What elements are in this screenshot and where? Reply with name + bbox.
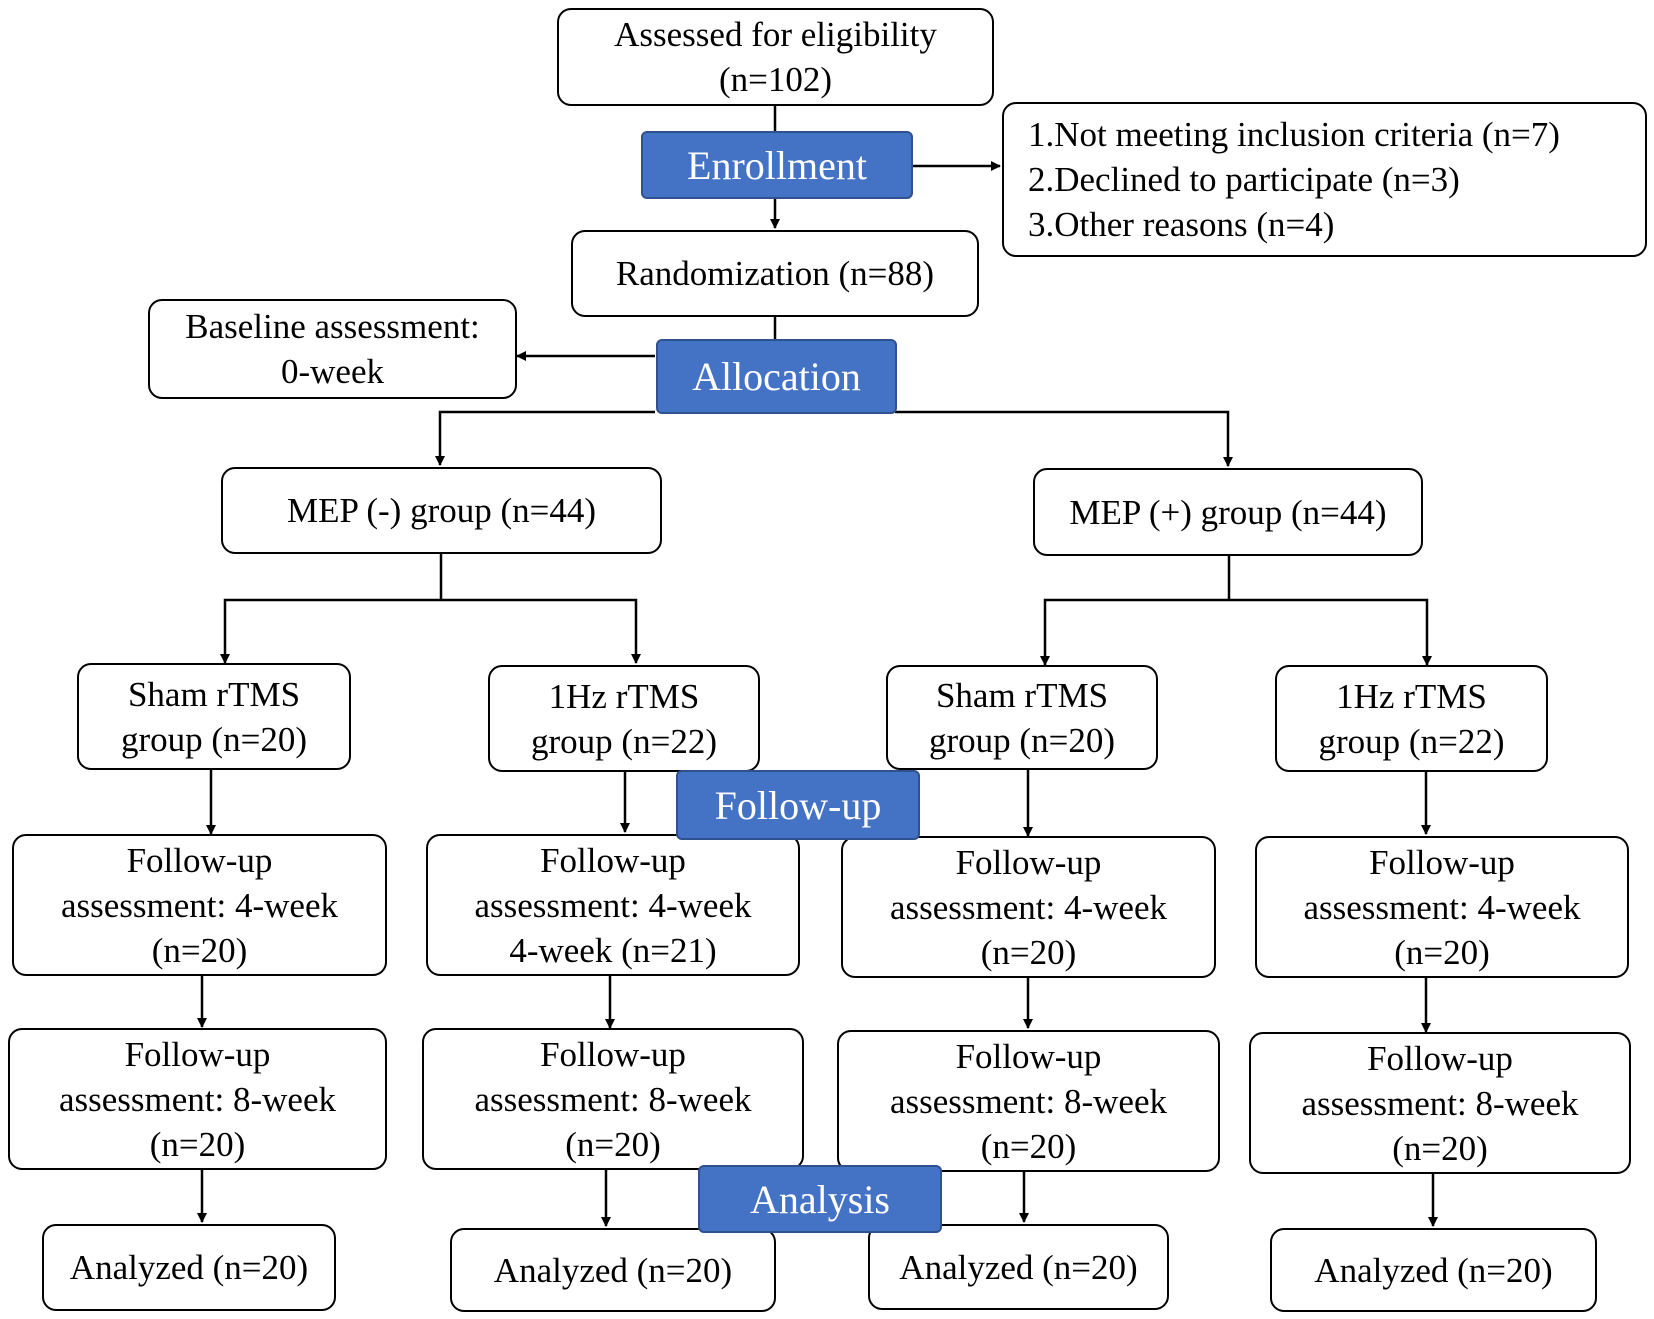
followup-count: (n=20) <box>151 930 248 970</box>
arm1-followup-8week-box: Follow-up assessment: 8-week (n=20) <box>8 1028 387 1170</box>
arm2-treatment-box: 1Hz rTMS group (n=22) <box>488 665 760 772</box>
arm2-followup-8week-box: Follow-up assessment: 8-week (n=20) <box>422 1028 804 1170</box>
arrow-mep-neg-to-sham <box>220 598 441 664</box>
arm4-followup-4week-box: Follow-up assessment: 4-week (n=20) <box>1255 836 1629 978</box>
arm1-analyzed-box: Analyzed (n=20) <box>42 1224 336 1311</box>
treatment-count: group (n=20) <box>121 719 307 759</box>
treatment-count: group (n=20) <box>929 720 1115 760</box>
arm3-followup-8week-box: Follow-up assessment: 8-week (n=20) <box>837 1030 1220 1172</box>
arm4-analyzed-box: Analyzed (n=20) <box>1270 1228 1597 1312</box>
treatment-label: 1Hz rTMS <box>1336 676 1487 716</box>
followup-label: Follow-up <box>1367 1038 1513 1078</box>
exclusions-box: 1.Not meeting inclusion criteria (n=7) 2… <box>1002 102 1647 257</box>
arrow-mep-pos-to-1hz <box>1229 598 1432 666</box>
treatment-count: group (n=22) <box>1318 721 1505 761</box>
baseline-week: 0-week <box>280 352 384 391</box>
baseline-label: Baseline assessment: <box>185 307 480 346</box>
followup-label: Follow-up <box>955 842 1102 882</box>
arm1-treatment-box: Sham rTMS group (n=20) <box>77 663 351 770</box>
followup-assessment: assessment: 8-week <box>889 1081 1167 1121</box>
followup-count: (n=20) <box>980 932 1077 972</box>
arm3-analyzed-box: Analyzed (n=20) <box>868 1224 1169 1310</box>
analyzed-label: Analyzed (n=20) <box>1314 1250 1553 1290</box>
analyzed-label: Analyzed (n=20) <box>899 1247 1138 1287</box>
arm2-analyzed-box: Analyzed (n=20) <box>450 1228 776 1312</box>
arm4-treatment-box: 1Hz rTMS group (n=22) <box>1275 665 1548 772</box>
mep-negative-label: MEP (-) group (n=44) <box>286 491 597 530</box>
arm1-followup-4week-box: Follow-up assessment: 4-week (n=20) <box>12 834 387 976</box>
followup-label: Follow-up <box>955 1036 1102 1076</box>
treatment-count: group (n=22) <box>531 721 717 761</box>
baseline-box: Baseline assessment: 0-week <box>148 299 517 399</box>
exclusion-item: 1.Not meeting inclusion criteria (n=7) <box>1028 115 1560 154</box>
followup-count: (n=20) <box>980 1126 1077 1166</box>
followup-label: Follow-up <box>124 1034 271 1074</box>
eligibility-count: (n=102) <box>718 60 833 99</box>
followup-label: Follow-up <box>126 840 273 880</box>
followup-count: (n=20) <box>1394 932 1490 972</box>
mep-positive-label: MEP (+) group (n=44) <box>1069 492 1387 532</box>
exclusion-item: 3.Other reasons (n=4) <box>1028 205 1335 244</box>
stage-analysis: Analysis <box>698 1165 942 1233</box>
eligibility-label: Assessed for eligibility <box>614 15 937 54</box>
arrow-mep-pos-to-sham <box>1040 598 1229 666</box>
arrow-mep-neg-to-1hz <box>441 598 641 664</box>
analyzed-label: Analyzed (n=20) <box>493 1250 733 1290</box>
followup-assessment: assessment: 4-week <box>474 885 752 925</box>
arrow-allocation-to-mep-neg <box>435 410 655 466</box>
arrow-allocation-to-mep-pos <box>895 410 1233 467</box>
treatment-label: Sham rTMS <box>127 674 301 714</box>
followup-assessment: assessment: 8-week <box>474 1079 752 1119</box>
arm3-followup-4week-box: Follow-up assessment: 4-week (n=20) <box>841 836 1216 978</box>
followup-assessment: assessment: 4-week <box>60 885 338 925</box>
exclusion-item: 2.Declined to participate (n=3) <box>1028 160 1460 199</box>
followup-count: (n=20) <box>565 1124 661 1164</box>
followup-count: (n=20) <box>1392 1128 1488 1168</box>
treatment-label: 1Hz rTMS <box>548 676 700 716</box>
stage-allocation: Allocation <box>656 339 897 414</box>
stage-enrollment: Enrollment <box>641 131 913 199</box>
mep-negative-group-box: MEP (-) group (n=44) <box>221 467 662 554</box>
arm2-followup-4week-box: Follow-up assessment: 4-week 4-week (n=2… <box>426 834 800 976</box>
followup-count: 4-week (n=21) <box>509 930 717 970</box>
followup-count: (n=20) <box>149 1124 246 1164</box>
randomization-label: Randomization (n=88) <box>615 254 935 293</box>
followup-assessment: assessment: 8-week <box>1301 1083 1579 1123</box>
followup-assessment: assessment: 8-week <box>58 1079 336 1119</box>
eligibility-box: Assessed for eligibility (n=102) <box>557 8 994 106</box>
arm3-treatment-box: Sham rTMS group (n=20) <box>886 665 1158 770</box>
analyzed-label: Analyzed (n=20) <box>69 1248 309 1287</box>
followup-label: Follow-up <box>540 840 686 880</box>
arm4-followup-8week-box: Follow-up assessment: 8-week (n=20) <box>1249 1032 1631 1174</box>
randomization-box: Randomization (n=88) <box>571 230 979 317</box>
followup-assessment: assessment: 4-week <box>889 887 1167 927</box>
followup-label: Follow-up <box>1369 842 1515 882</box>
mep-positive-group-box: MEP (+) group (n=44) <box>1033 468 1423 556</box>
treatment-label: Sham rTMS <box>935 675 1109 715</box>
followup-label: Follow-up <box>540 1034 686 1074</box>
stage-follow-up: Follow-up <box>676 770 920 840</box>
followup-assessment: assessment: 4-week <box>1303 887 1581 927</box>
